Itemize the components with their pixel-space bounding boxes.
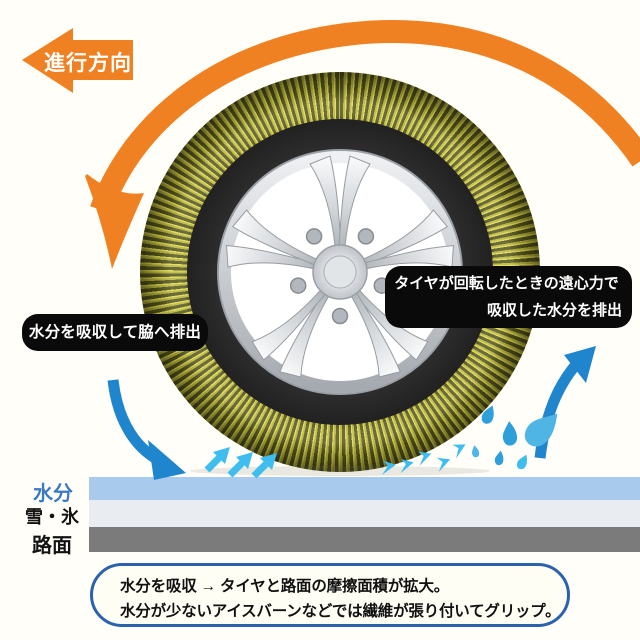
right-callout: タイヤが回転したときの遠心力で 吸収した水分を排出 <box>385 266 632 328</box>
caption-line2: 水分が少ないアイスバーンなどでは繊維が張り付いてグリップ。 <box>120 603 561 620</box>
road-layer-bar <box>89 527 640 552</box>
water-layer-label: 水分 <box>33 483 73 505</box>
right-callout-line2: 吸収した水分を排出 <box>486 302 622 319</box>
left-callout: 水分を吸収して脇へ排出 <box>22 314 208 351</box>
right-callout-line1: タイヤが回転したときの遠心力で <box>394 275 619 292</box>
snow-ice-layer-bar <box>89 500 640 527</box>
direction-arrow-icon <box>22 28 133 93</box>
alloy-wheel <box>217 149 463 395</box>
snow-ice-layer-label: 雪・氷 <box>25 507 79 527</box>
direction-arrow-label: 進行方向 <box>44 52 132 75</box>
caption-line1: 水分を吸収 → タイヤと路面の摩擦面積が拡大。 <box>120 578 450 595</box>
road-layer-label: 路面 <box>32 535 72 557</box>
caption-box: 水分を吸収 → タイヤと路面の摩擦面積が拡大。 水分が少ないアイスバーンなどでは… <box>90 563 570 627</box>
water-layer-bar <box>89 477 640 500</box>
water-droplets-icon <box>472 405 558 470</box>
